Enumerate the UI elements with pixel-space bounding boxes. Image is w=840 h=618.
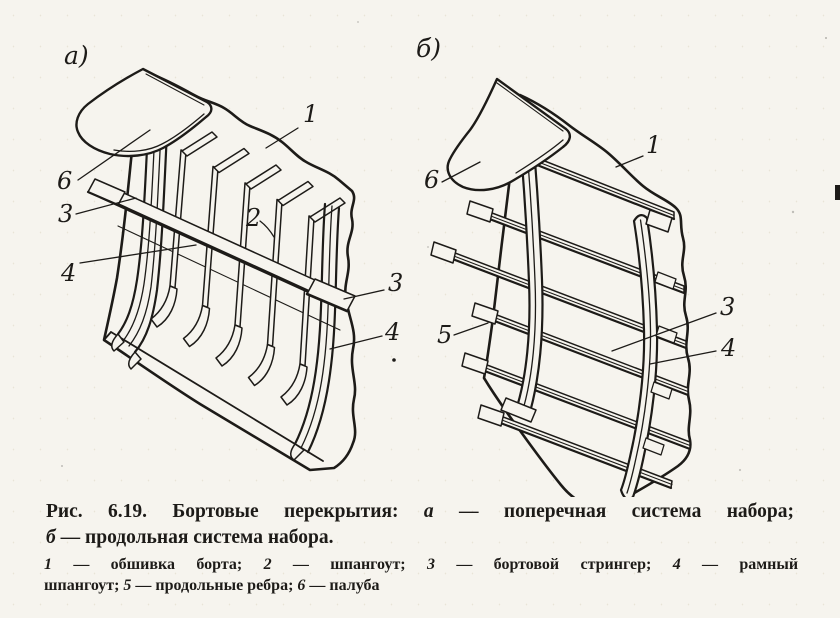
- panel-label-b: б): [416, 34, 441, 63]
- web-frame-right-a: [290, 202, 341, 461]
- callout-web-frame-left-a: 4: [60, 259, 76, 287]
- figure-illustration: 6 3 4 1 2 3 4 а): [57, 21, 840, 497]
- frame-flange: [309, 197, 346, 223]
- leader-line: [259, 220, 275, 238]
- side-stringer-a: [86, 178, 356, 313]
- caption-line-1: Рис. 6.19. Бортовые перекрытия: а — попе…: [46, 499, 794, 525]
- leader-line: [615, 155, 644, 168]
- callout-web-frame-b: 4: [720, 334, 736, 362]
- legend-num: 3: [426, 556, 435, 573]
- callout-deck-a: 6: [57, 167, 72, 195]
- figure-legend: 1 — обшивка борта; 2 — шпангоут; 3 — бор…: [44, 554, 798, 596]
- leader-line: [75, 197, 137, 215]
- legend-text: — палуба: [309, 577, 380, 594]
- legend-num: 5: [123, 577, 132, 594]
- frame-bracket: [150, 285, 178, 328]
- rib-end-cap: [461, 352, 489, 375]
- ink-speck: [392, 358, 396, 362]
- leader-line: [265, 127, 299, 149]
- callout-stringer-left-a: 3: [58, 200, 73, 228]
- legend-num: 4: [672, 556, 681, 573]
- caption-b-key: б: [46, 527, 56, 548]
- frame-bracket: [182, 304, 211, 348]
- shell-plating-a: [102, 70, 357, 472]
- callouts-b: 6 1 5 3 4: [424, 131, 736, 365]
- frame-brackets: [150, 285, 308, 406]
- frame-bracket: [280, 363, 308, 406]
- frame-bracket: [215, 324, 243, 367]
- caption-a-key: а: [423, 501, 434, 522]
- callout-plating-b: 1: [646, 131, 661, 159]
- caption-line-2: б — продольная система набора.: [46, 525, 794, 551]
- legend-num: 6: [297, 577, 306, 594]
- legend-text: — рамный: [702, 556, 799, 573]
- leader-line: [649, 350, 717, 365]
- web-frame-foot: [500, 397, 537, 423]
- rib-tab: [655, 325, 678, 344]
- leader-line: [79, 244, 197, 264]
- callout-stringer-b: 3: [720, 293, 735, 321]
- frame-flange: [181, 131, 218, 157]
- figure-b: 6 1 5 3 4 б): [416, 34, 736, 497]
- callout-frame-a: 2: [245, 204, 261, 232]
- rib-end-cap: [430, 241, 457, 264]
- figure-caption: Рис. 6.19. Бортовые перекрытия: а — попе…: [46, 499, 794, 551]
- frame-flange: [245, 164, 282, 190]
- callout-deck-b: 6: [424, 166, 439, 194]
- web-frame-foot: [290, 443, 305, 461]
- legend-carry: шпангоут;: [44, 577, 120, 594]
- web-frame-right-b: [619, 209, 678, 497]
- legend-text: — обшивка борта;: [73, 556, 243, 573]
- web-frame-left-a: [111, 126, 169, 370]
- callout-web-frame-right-a: 4: [384, 318, 400, 346]
- web-frame-foot: [128, 351, 142, 370]
- leader-line: [343, 289, 385, 300]
- frame-flange: [213, 147, 250, 174]
- rib-tab: [642, 437, 665, 456]
- callouts-a: 6 3 4 1 2 3 4: [57, 100, 403, 362]
- leader-line: [329, 335, 383, 350]
- rib-end-cap: [466, 200, 494, 223]
- scan-artifacts: [61, 21, 840, 472]
- callout-plating-a: 1: [303, 100, 318, 128]
- plating-bottom-fold: [103, 331, 324, 462]
- legend-num: 2: [263, 556, 272, 573]
- rib-tab: [654, 271, 677, 290]
- leader-line: [611, 312, 717, 352]
- caption-title: Бортовые перекрытия:: [172, 501, 399, 522]
- legend-num: 1: [44, 556, 52, 573]
- leader-line: [441, 161, 481, 183]
- leader-line: [453, 322, 489, 336]
- legend-line-2: шпангоут; 5 — продольные ребра; 6 — палу…: [44, 575, 798, 596]
- figure-a: 6 3 4 1 2 3 4 а): [57, 41, 403, 472]
- callout-stringer-right-a: 3: [388, 269, 403, 297]
- rib-end-cap: [471, 302, 499, 325]
- rib-tab: [650, 381, 673, 400]
- caption-b-desc: — продольная система набора.: [60, 527, 334, 548]
- frame-bracket: [247, 343, 276, 387]
- legend-text: — продольные ребра;: [135, 577, 294, 594]
- web-frame-foot: [111, 333, 125, 352]
- legend-text: — шпангоут;: [292, 556, 406, 573]
- leader-line: [77, 129, 151, 181]
- callout-longitudinals-b: 5: [437, 321, 452, 349]
- legend-text: — бортовой стрингер;: [456, 556, 652, 573]
- legend-line-1: 1 — обшивка борта; 2 — шпангоут; 3 — бор…: [44, 554, 798, 575]
- frame-flange: [277, 180, 314, 207]
- rib-end-cap: [477, 404, 505, 427]
- caption-a-desc: — поперечная система набора;: [459, 501, 795, 522]
- web-frame-top-bracket: [645, 209, 673, 233]
- caption-fig-ref: Рис. 6.19.: [46, 501, 148, 522]
- deck-a: [75, 67, 213, 158]
- panel-label-a: а): [64, 41, 89, 70]
- frame-flanges: [181, 131, 346, 223]
